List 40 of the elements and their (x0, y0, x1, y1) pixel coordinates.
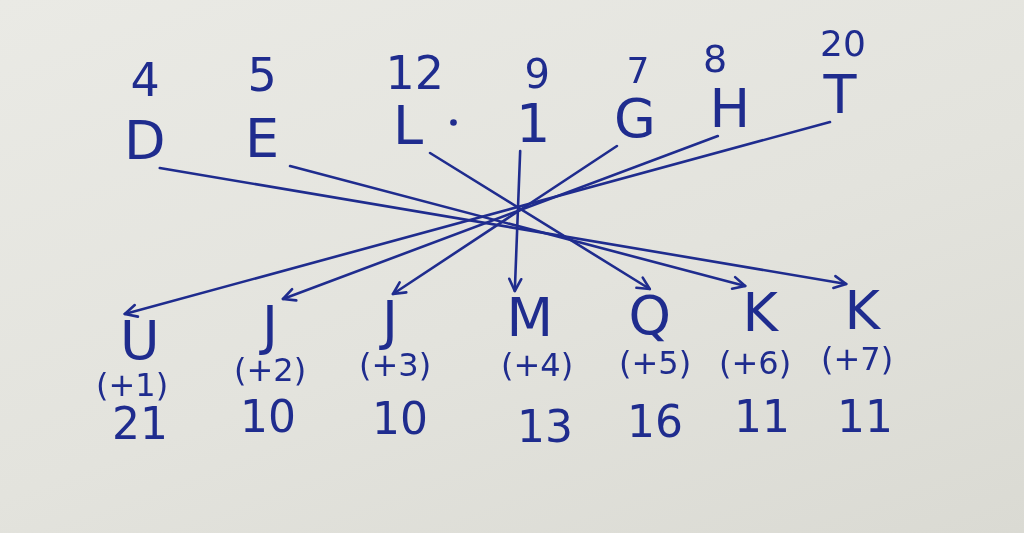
number-label: 13 (517, 405, 573, 449)
number-label: 21 (112, 402, 168, 446)
number-label: 16 (627, 400, 683, 444)
offset-label: (+7) (821, 343, 894, 375)
offset-label: (+4) (501, 349, 574, 381)
number-label: 10 (240, 395, 296, 439)
arrow (281, 134, 720, 302)
number-label: 12 (385, 50, 445, 96)
letter-label: K (844, 284, 880, 338)
offset-label: (+5) (619, 347, 692, 379)
letter-label: 1 (516, 97, 551, 151)
number-label: 11 (734, 395, 790, 439)
number-label: 8 (703, 40, 728, 78)
number-label: 4 (130, 57, 160, 103)
number-label: 11 (837, 395, 893, 439)
letter-label: L (393, 99, 424, 153)
offset-label: (+3) (359, 349, 432, 381)
letter-label: T (823, 68, 857, 122)
number-label: 7 (626, 53, 650, 89)
letter-label: Q (628, 289, 671, 343)
letter-label: H (709, 82, 751, 136)
arrow (507, 149, 523, 293)
arrow (158, 166, 848, 290)
arrow (428, 151, 652, 291)
offset-label: (+2) (234, 354, 307, 386)
number-label: 20 (820, 26, 866, 62)
number-label: 10 (372, 397, 428, 441)
letter-label: E (245, 112, 280, 166)
arrow (288, 164, 747, 291)
letter-label: U (120, 314, 160, 368)
offset-label: (+6) (719, 347, 792, 379)
number-label: 5 (247, 52, 277, 98)
arrow (391, 144, 619, 296)
number-label: 9 (524, 54, 550, 94)
letter-label: M (506, 291, 554, 345)
letter-label: D (124, 114, 166, 168)
arrow (123, 120, 832, 318)
letter-label: K (742, 286, 778, 340)
offset-label: (+1) (96, 369, 169, 401)
letter-label: G (614, 92, 656, 146)
